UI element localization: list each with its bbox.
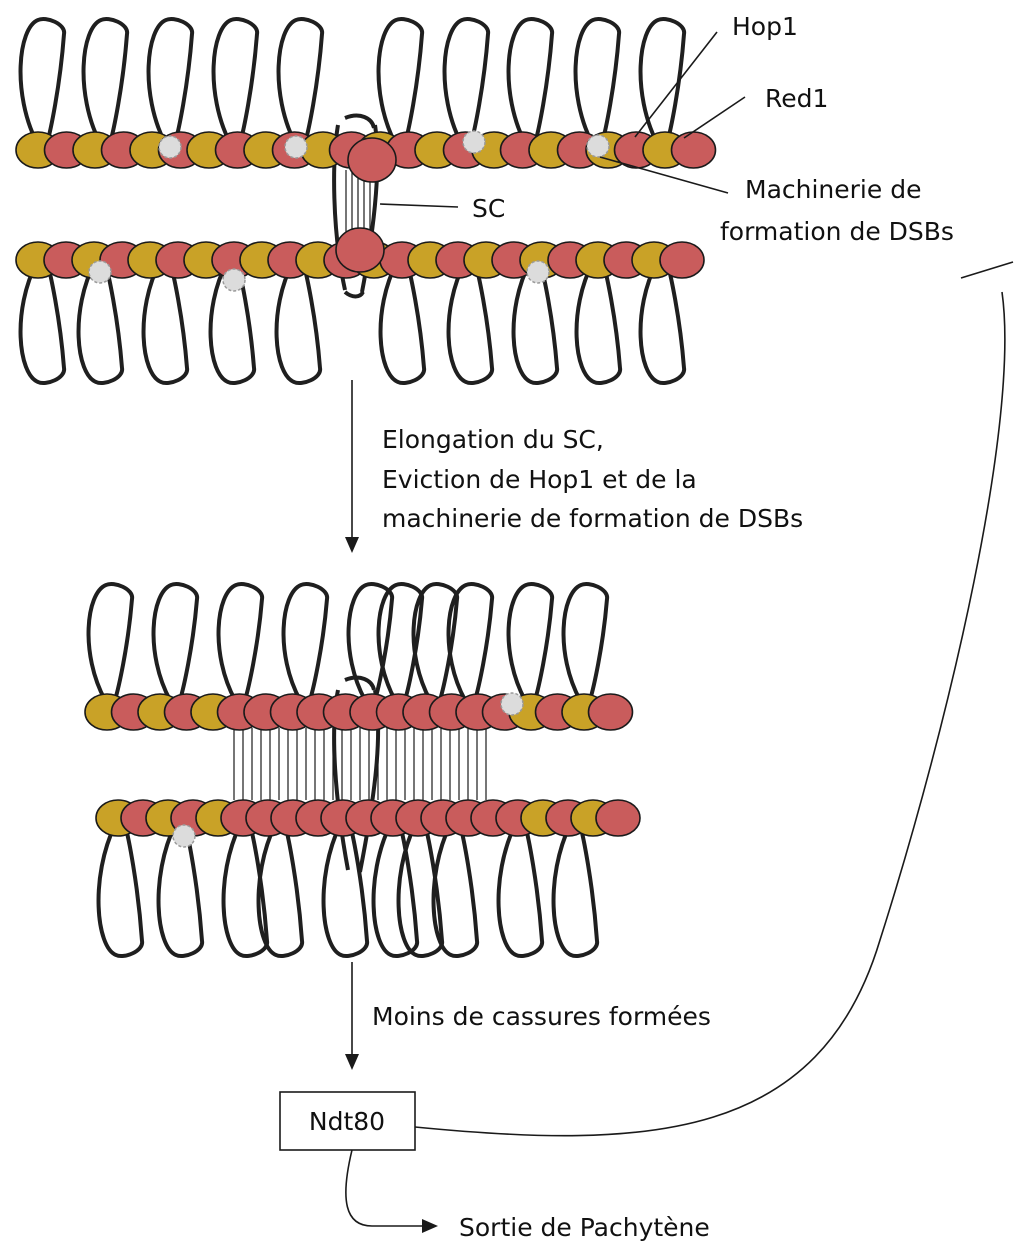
chromatin-loop bbox=[284, 584, 328, 700]
red1-leader bbox=[684, 97, 745, 138]
chromatin-loop bbox=[379, 19, 423, 143]
sc-label: SC bbox=[472, 194, 505, 223]
dsb-machinery-dot bbox=[285, 136, 307, 158]
chromatin-loop bbox=[564, 584, 608, 700]
chromatin-loop bbox=[445, 19, 489, 143]
chromatin-loop bbox=[374, 825, 418, 956]
chromatin-loop bbox=[641, 262, 685, 383]
dsb-machinery-dot bbox=[173, 825, 195, 847]
chromatin-loop bbox=[449, 584, 493, 700]
dsb-machinery-label-line1: Machinerie de bbox=[745, 175, 921, 204]
chromatin-loop bbox=[434, 825, 478, 956]
dsb-machinery-dot bbox=[527, 261, 549, 283]
chromatin-loop bbox=[21, 262, 65, 383]
chromatin-loop bbox=[277, 262, 321, 383]
red1-bead bbox=[348, 138, 396, 182]
panel-early-synapsis bbox=[16, 19, 716, 383]
exit-arrowhead bbox=[422, 1219, 438, 1233]
transition-arrowhead-1 bbox=[345, 537, 359, 553]
step1-text-line2: Eviction de Hop1 et de la bbox=[382, 465, 697, 494]
chromatin-loop bbox=[214, 19, 258, 143]
hop1-label: Hop1 bbox=[732, 12, 798, 41]
chromatin-loop bbox=[509, 584, 553, 700]
dsb-machinery-dot bbox=[89, 261, 111, 283]
red1-bead bbox=[596, 800, 640, 836]
transition-arrowhead-2 bbox=[345, 1054, 359, 1070]
chromatin-loop bbox=[499, 825, 543, 956]
inhibition-bar bbox=[961, 262, 1013, 278]
step1-text-line3: machinerie de formation de DSBs bbox=[382, 504, 803, 533]
step1-text-line1: Elongation du SC, bbox=[382, 425, 604, 454]
red1-bead bbox=[336, 228, 384, 272]
chromatin-loop bbox=[149, 19, 193, 143]
step2-text: Moins de cassures formées bbox=[372, 1002, 711, 1031]
dsb-machinery-dot bbox=[501, 693, 523, 715]
chromatin-loop bbox=[144, 262, 188, 383]
chromatin-loop bbox=[259, 825, 303, 956]
chromatin-loop bbox=[21, 19, 65, 143]
chromatin-loop bbox=[577, 262, 621, 383]
chromatin-loop bbox=[576, 19, 620, 143]
dsb-machinery-label-line2: formation de DSBs bbox=[720, 217, 954, 246]
chromatin-loop bbox=[154, 584, 198, 700]
dsb-machinery-dot bbox=[159, 136, 181, 158]
red1-bead bbox=[660, 242, 704, 278]
chromatin-loop bbox=[219, 584, 263, 700]
panel-elongated-synapsis bbox=[85, 584, 640, 956]
red1-bead bbox=[672, 132, 716, 168]
sc-leader bbox=[380, 204, 458, 207]
chromatin-loop bbox=[99, 825, 143, 956]
chromatin-loop bbox=[89, 584, 133, 700]
chromatin-loop bbox=[554, 825, 598, 956]
chromatin-loop bbox=[449, 262, 493, 383]
chromatin-loop bbox=[279, 19, 323, 143]
dsb-machinery-dot bbox=[587, 135, 609, 157]
ndt80-label: Ndt80 bbox=[309, 1107, 385, 1136]
red1-bead bbox=[589, 694, 633, 730]
chromatin-loop bbox=[509, 19, 553, 143]
dsb-machinery-dot bbox=[223, 269, 245, 291]
chromatin-loop bbox=[381, 262, 425, 383]
dsb-machinery-dot bbox=[463, 131, 485, 153]
exit-label: Sortie de Pachytène bbox=[459, 1213, 710, 1242]
exit-arrow bbox=[346, 1150, 425, 1226]
red1-label: Red1 bbox=[765, 84, 828, 113]
chromatin-loop bbox=[84, 19, 128, 143]
chromatin-loop bbox=[641, 19, 685, 143]
hop1-leader bbox=[635, 32, 717, 137]
